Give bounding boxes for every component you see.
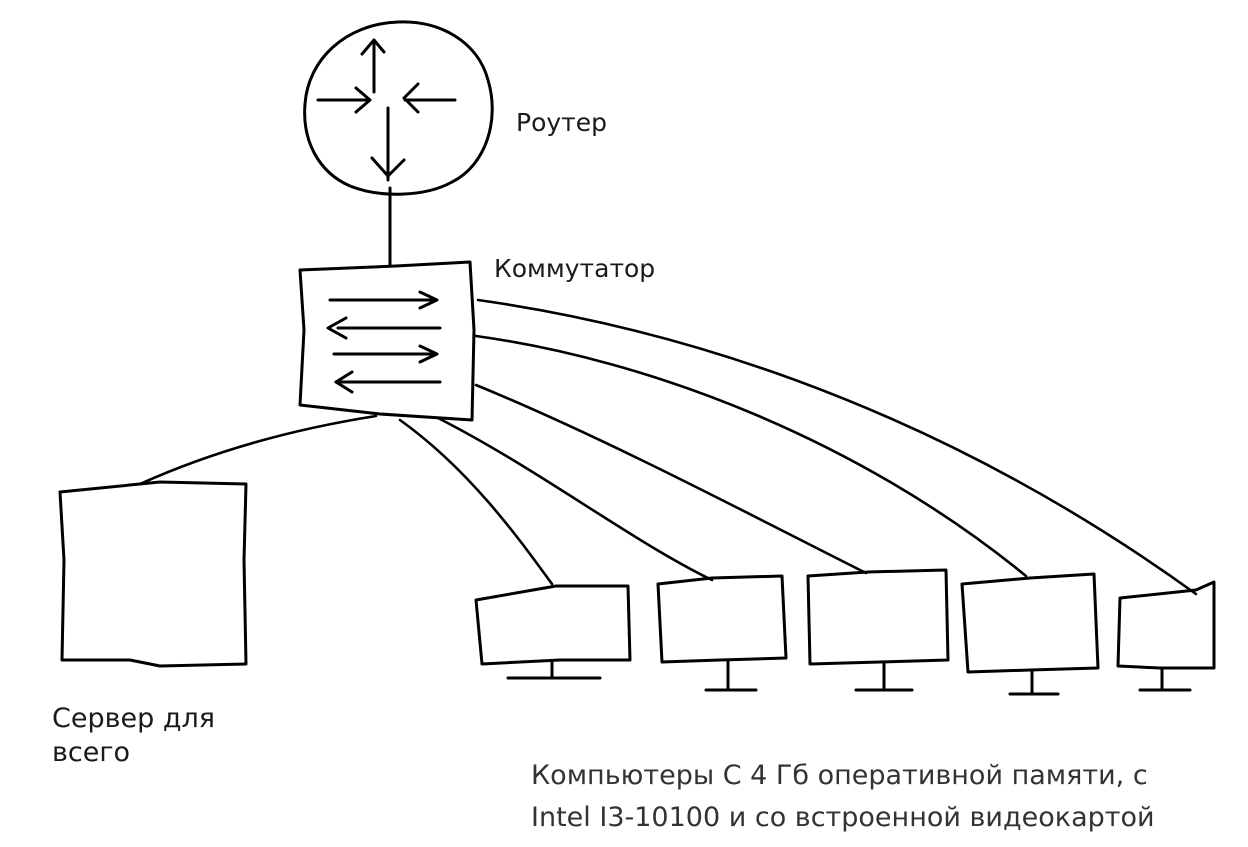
- cable-pc-1: [398, 418, 554, 586]
- server-icon: [58, 480, 248, 668]
- cable-pc-2: [436, 416, 714, 582]
- cable-pc-4: [474, 334, 1028, 578]
- cable-server: [138, 414, 378, 486]
- server-label-line-2: всего: [52, 737, 131, 768]
- cable-pc-5: [476, 298, 1198, 596]
- computers-label: Компьютеры С 4 Гб оперативной памяти, с …: [531, 755, 1155, 839]
- monitor-icon: [960, 572, 1100, 696]
- server-label-line-1: Сервер для: [52, 703, 216, 734]
- computers-label-line-2: Intel I3-10100 и со встроенной видеокарт…: [531, 802, 1155, 833]
- monitor-icon: [1116, 580, 1216, 692]
- server-label: Сервер для всего: [52, 702, 215, 770]
- router-icon: [303, 20, 494, 196]
- cable-pc-3: [474, 383, 868, 575]
- switch-icon: [298, 260, 476, 422]
- router-label: Роутер: [516, 108, 607, 137]
- monitor-icon: [806, 568, 950, 692]
- switch-label: Коммутатор: [494, 254, 656, 283]
- cables: [138, 298, 1198, 596]
- monitor-icon: [656, 574, 788, 692]
- computers-label-line-1: Компьютеры С 4 Гб оперативной памяти, с: [531, 760, 1148, 791]
- monitor-icon: [474, 584, 632, 680]
